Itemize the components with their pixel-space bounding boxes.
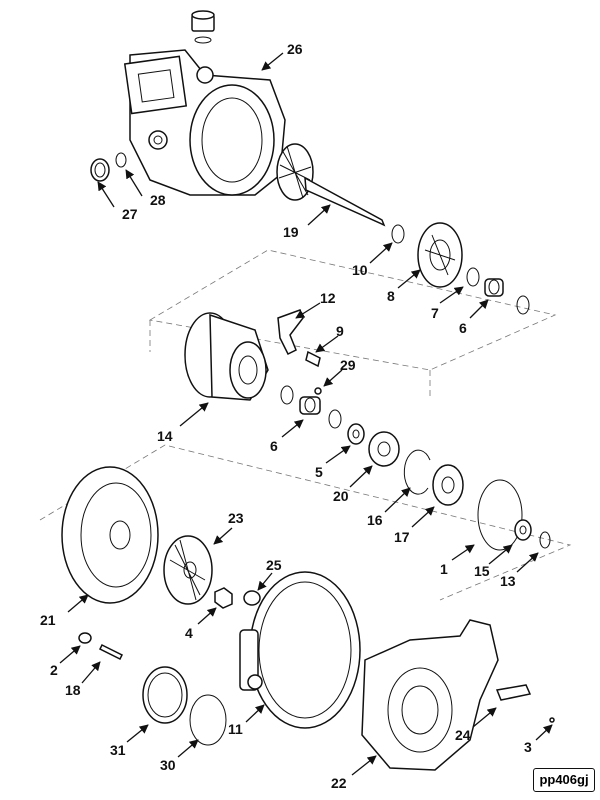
callout-22: 22	[331, 775, 347, 791]
callout-23: 23	[228, 510, 244, 526]
backplate-21	[61, 466, 159, 604]
callout-25: 25	[266, 557, 282, 573]
callout-12: 12	[320, 290, 336, 306]
callout-26: 26	[287, 41, 303, 57]
callout-6-lower: 6	[270, 438, 278, 454]
callout-21: 21	[40, 612, 56, 628]
turbine-wheel-shaft	[276, 143, 386, 227]
fitting-27	[90, 158, 110, 182]
callout-3: 3	[524, 739, 532, 755]
spacer-5	[347, 423, 365, 445]
ring-7	[466, 267, 480, 287]
bearing-6-lower	[299, 396, 321, 415]
callout-9: 9	[336, 323, 344, 339]
callout-10: 10	[352, 262, 368, 278]
insert-17	[432, 464, 464, 506]
bolt-18	[98, 643, 124, 661]
callout-5: 5	[315, 464, 323, 480]
ring-10	[391, 224, 405, 244]
ring-lower	[328, 409, 342, 429]
thrust-bearing-20	[368, 431, 400, 467]
callout-1: 1	[440, 561, 448, 577]
drawing-code-label: pp406gj	[533, 768, 595, 792]
callout-24: 24	[455, 727, 471, 743]
callout-29: 29	[340, 357, 356, 373]
ring-6-pair	[280, 385, 294, 405]
washer-25	[243, 590, 261, 606]
screw-3	[549, 717, 555, 723]
callout-7: 7	[431, 305, 439, 321]
callout-labels: 26 27 28 19 10 8 7 6 12 9 29 14 6 5 20 1…	[40, 41, 532, 791]
pin-29	[314, 387, 322, 395]
compressor-wheel-23	[163, 535, 213, 605]
callout-15: 15	[474, 563, 490, 579]
washer-2	[78, 632, 92, 644]
housing-plug	[191, 10, 215, 44]
leader-arrows	[59, 52, 553, 776]
snap-ring-13	[539, 531, 551, 549]
callout-20: 20	[333, 488, 349, 504]
snap-ring-upper	[516, 295, 530, 315]
callout-18: 18	[65, 682, 81, 698]
thrust-collar-8	[417, 222, 463, 288]
callout-16: 16	[367, 512, 383, 528]
compressor-housing-22	[361, 619, 499, 771]
o-ring-28	[115, 152, 127, 168]
retaining-ring-16	[403, 449, 431, 495]
callout-4: 4	[185, 625, 193, 641]
callout-31: 31	[110, 742, 126, 758]
callout-11: 11	[228, 721, 243, 737]
seal-15	[514, 519, 532, 541]
o-ring-1	[477, 479, 523, 551]
callout-17: 17	[394, 529, 410, 545]
turbine-housing	[123, 49, 286, 196]
nut-4	[214, 587, 233, 609]
callout-14: 14	[157, 428, 173, 444]
v-band-clamp-11	[239, 571, 361, 729]
callout-6-upper: 6	[459, 320, 467, 336]
callout-2: 2	[50, 662, 58, 678]
callout-13: 13	[500, 573, 516, 589]
callout-8: 8	[387, 288, 395, 304]
bearing-housing	[184, 312, 269, 401]
callout-28: 28	[150, 192, 166, 208]
ring-30	[189, 694, 227, 746]
callout-27: 27	[122, 206, 138, 222]
callout-19: 19	[283, 224, 299, 240]
bearing-6-upper	[484, 278, 504, 297]
callout-30: 30	[160, 757, 176, 773]
screw-9	[305, 350, 321, 368]
seal-ring-31	[142, 666, 188, 724]
plate-24	[495, 684, 532, 701]
